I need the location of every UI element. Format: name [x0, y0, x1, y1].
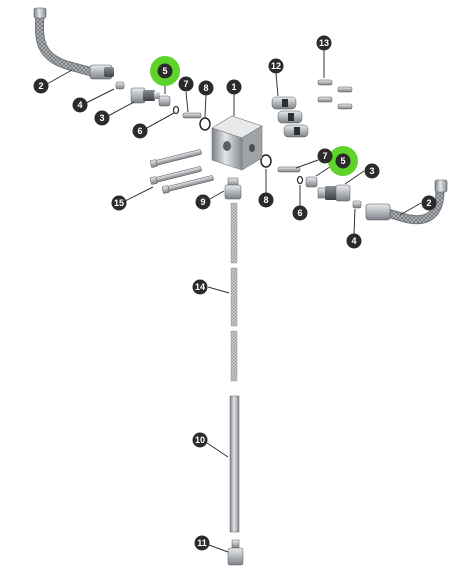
o-ring-6-right	[296, 175, 304, 185]
o-ring-8-right	[260, 154, 272, 168]
callout-3-right-label: 3	[369, 166, 374, 176]
callout-13[interactable]: 13	[316, 35, 332, 51]
callout-2-right-label: 2	[426, 198, 431, 208]
callout-4-right[interactable]: 4	[346, 233, 362, 249]
callout-8-left[interactable]: 8	[198, 80, 214, 96]
callout-5-right[interactable]: 5	[328, 146, 358, 176]
hose-right	[365, 179, 448, 225]
nut-left	[115, 81, 125, 90]
callout-1-label: 1	[231, 82, 236, 92]
screw-set-15	[149, 149, 214, 194]
callout-3-left-label: 3	[99, 113, 104, 123]
callout-8-left-label: 8	[203, 83, 208, 93]
callout-9[interactable]: 9	[195, 194, 211, 210]
callout-5-right-label: 5	[340, 156, 345, 166]
fitting-left	[130, 87, 160, 104]
callout-7-left[interactable]: 7	[178, 76, 194, 92]
callout-7-right[interactable]: 7	[317, 148, 333, 164]
o-ring-6-left	[172, 105, 180, 115]
callout-8-right[interactable]: 8	[258, 192, 274, 208]
callout-7-left-label: 7	[183, 79, 188, 89]
callout-12-label: 12	[271, 61, 281, 71]
fitting-9	[224, 177, 242, 200]
callout-4-left-label: 4	[77, 100, 82, 110]
bottom-fitting	[227, 539, 244, 566]
callout-11[interactable]: 11	[194, 535, 210, 551]
callout-3-right[interactable]: 3	[364, 163, 380, 179]
callout-12[interactable]: 12	[268, 58, 284, 74]
callout-14-label: 14	[195, 282, 205, 292]
callout-5-left-label: 5	[162, 66, 167, 76]
callout-11-label: 11	[197, 538, 207, 548]
pin-7-right	[277, 166, 301, 173]
callout-9-label: 9	[200, 197, 205, 207]
o-ring-8-left	[199, 117, 211, 131]
manifold-block	[211, 115, 263, 171]
mesh-filter	[230, 202, 238, 382]
callout-10-label: 10	[195, 435, 205, 445]
callout-5-left[interactable]: 5	[150, 56, 180, 86]
hose-left	[33, 7, 114, 80]
callout-4-right-label: 4	[351, 236, 356, 246]
screw-set-13	[317, 79, 353, 110]
callout-2-right[interactable]: 2	[421, 195, 437, 211]
callout-14[interactable]: 14	[192, 279, 208, 295]
callout-7-right-label: 7	[322, 151, 327, 161]
cartridge-set	[271, 96, 309, 138]
callout-6-right-label: 6	[297, 208, 302, 218]
callout-15[interactable]: 15	[111, 195, 127, 211]
callout-13-label: 13	[319, 38, 329, 48]
callout-8-right-label: 8	[263, 195, 268, 205]
pin-7-left	[182, 112, 202, 119]
callout-6-left-label: 6	[137, 126, 142, 136]
insert-right	[305, 176, 318, 188]
callout-2-left-label: 2	[38, 81, 43, 91]
callout-6-right[interactable]: 6	[292, 205, 308, 221]
callout-3-left[interactable]: 3	[94, 110, 110, 126]
callout-15-label: 15	[114, 198, 124, 208]
nut-right	[352, 200, 362, 209]
insert-left	[158, 95, 171, 107]
callout-2-left[interactable]: 2	[33, 78, 49, 94]
callout-4-left[interactable]: 4	[72, 97, 88, 113]
callout-10[interactable]: 10	[192, 432, 208, 448]
tube	[229, 395, 240, 533]
fitting-right	[317, 184, 351, 202]
callout-6-left[interactable]: 6	[132, 123, 148, 139]
callout-1[interactable]: 1	[226, 79, 242, 95]
